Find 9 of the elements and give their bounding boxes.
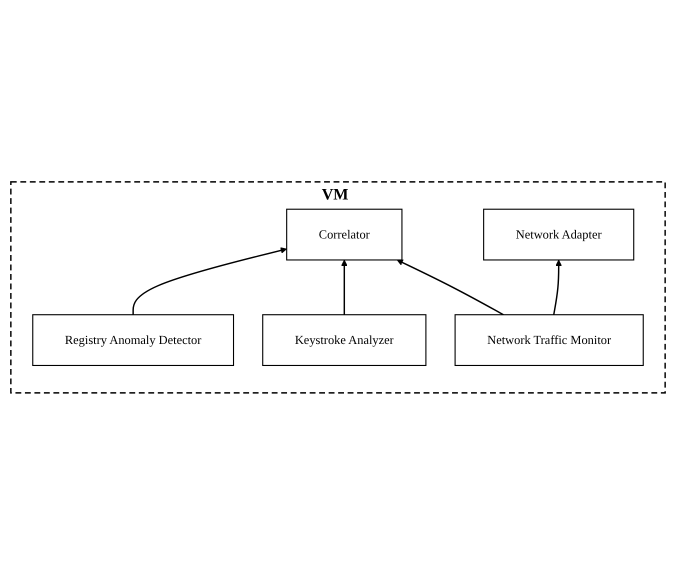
node-box: Registry Anomaly Detector [32, 314, 234, 366]
arrow [553, 259, 562, 314]
arrow [132, 246, 287, 314]
node-box: Network Traffic Monitor [454, 314, 644, 366]
node-box: Network Adapter [483, 208, 634, 260]
arrow [341, 259, 348, 314]
arrow [396, 259, 504, 316]
node-box: Correlator [286, 208, 402, 260]
node-box: Keystroke Analyzer [262, 314, 426, 366]
